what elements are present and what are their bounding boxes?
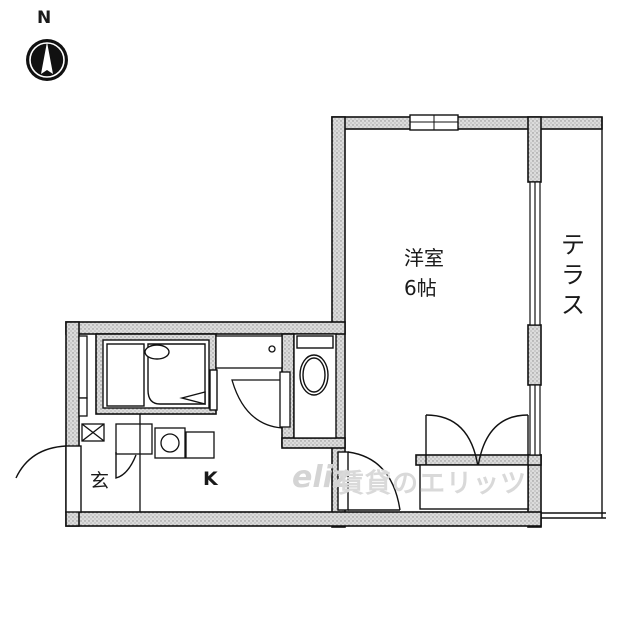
watermark-logo: eliz <box>292 460 351 495</box>
window-top <box>409 114 459 131</box>
terrace-char: ラ <box>561 261 585 289</box>
north-arrow-icon <box>26 39 68 81</box>
terrace-char: テ <box>561 231 585 259</box>
entrance-door <box>15 445 137 513</box>
terrace-char: ス <box>561 291 585 319</box>
laundry-area <box>215 335 291 429</box>
kitchen-counter <box>115 414 215 512</box>
closet <box>419 414 529 510</box>
terrace-label: テ ラ ス <box>560 230 586 320</box>
western-room-size: 6帖 <box>404 276 437 300</box>
north-label: N <box>37 8 52 28</box>
terrace-area <box>541 117 606 519</box>
watermark-text: 賃貸のエリッツ <box>338 469 528 499</box>
terrace-sliding-door <box>529 181 541 456</box>
entrance-label: 玄 <box>90 470 110 492</box>
toilet <box>293 333 337 439</box>
shoe-storage <box>78 335 105 442</box>
room-door <box>337 451 401 511</box>
kitchen-label: K <box>203 468 218 490</box>
western-room-label: 洋室 <box>404 246 444 270</box>
bathroom <box>102 339 218 411</box>
